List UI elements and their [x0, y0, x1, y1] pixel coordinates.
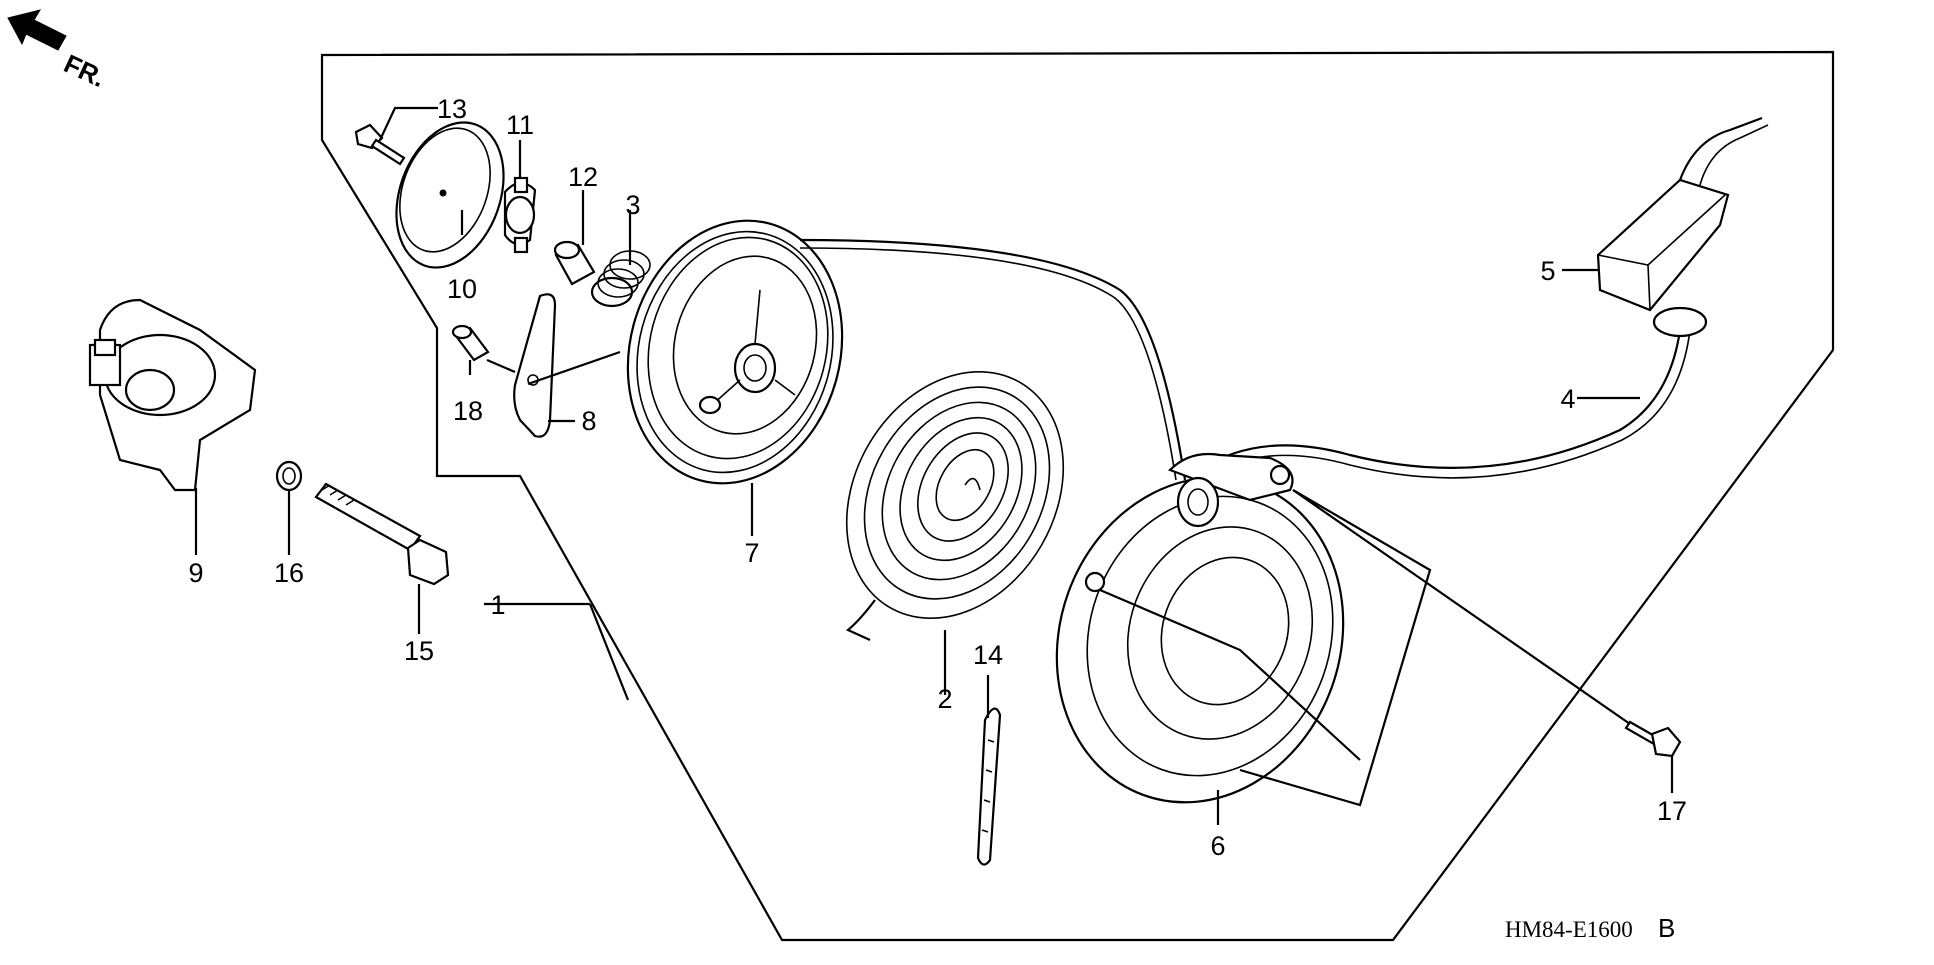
starter-case-part: [1055, 452, 1432, 807]
coil-spring-part: [590, 250, 651, 308]
pin-part: [451, 324, 490, 362]
case-mounting-bolt-part: [1292, 489, 1682, 758]
callout-1: 1: [490, 590, 505, 620]
callout-9: 9: [188, 558, 203, 588]
callout-15: 15: [404, 636, 434, 666]
callout-6: 6: [1210, 831, 1225, 861]
callout-4: 4: [1560, 384, 1575, 414]
starter-grip-part: [1596, 116, 1769, 338]
assembly-boundary-outline: [320, 50, 1835, 942]
callout-16: 16: [274, 558, 304, 588]
callout-7: 7: [744, 538, 759, 568]
callout-2: 2: [937, 684, 952, 714]
collar-part: [553, 240, 596, 286]
starter-rope-part: [799, 238, 1187, 481]
callout-10: 10: [447, 274, 477, 304]
callout-17: 17: [1657, 796, 1687, 826]
callout-5: 5: [1540, 256, 1555, 286]
starter-pulley-part: [88, 298, 257, 492]
callout-3: 3: [625, 190, 640, 220]
washer-part: [275, 460, 303, 492]
rope-reel-part: [626, 219, 844, 485]
ratchet-pawl-part: [513, 293, 557, 438]
callout-leader-lines: [194, 106, 1674, 825]
front-direction-label: FR.: [59, 48, 110, 93]
ratchet-guide-part: [503, 176, 537, 254]
callout-8: 8: [581, 406, 596, 436]
guide-plate-bolt-part: [354, 123, 406, 166]
spiral-spring-part: [845, 371, 1065, 642]
flange-bolt-part: [314, 482, 450, 586]
diagram-code-suffix: B: [1658, 913, 1675, 943]
callout-11: 11: [506, 110, 534, 140]
front-direction-arrow-icon: [7, 9, 67, 51]
callout-13: 13: [437, 94, 467, 124]
callout-12: 12: [568, 162, 598, 192]
spring-retainer-strip-part: [976, 707, 1002, 866]
diagram-code: HM84-E1600: [1505, 917, 1633, 942]
callout-18: 18: [453, 396, 483, 426]
guide-plate-part: [395, 121, 505, 269]
callout-14: 14: [973, 640, 1003, 670]
